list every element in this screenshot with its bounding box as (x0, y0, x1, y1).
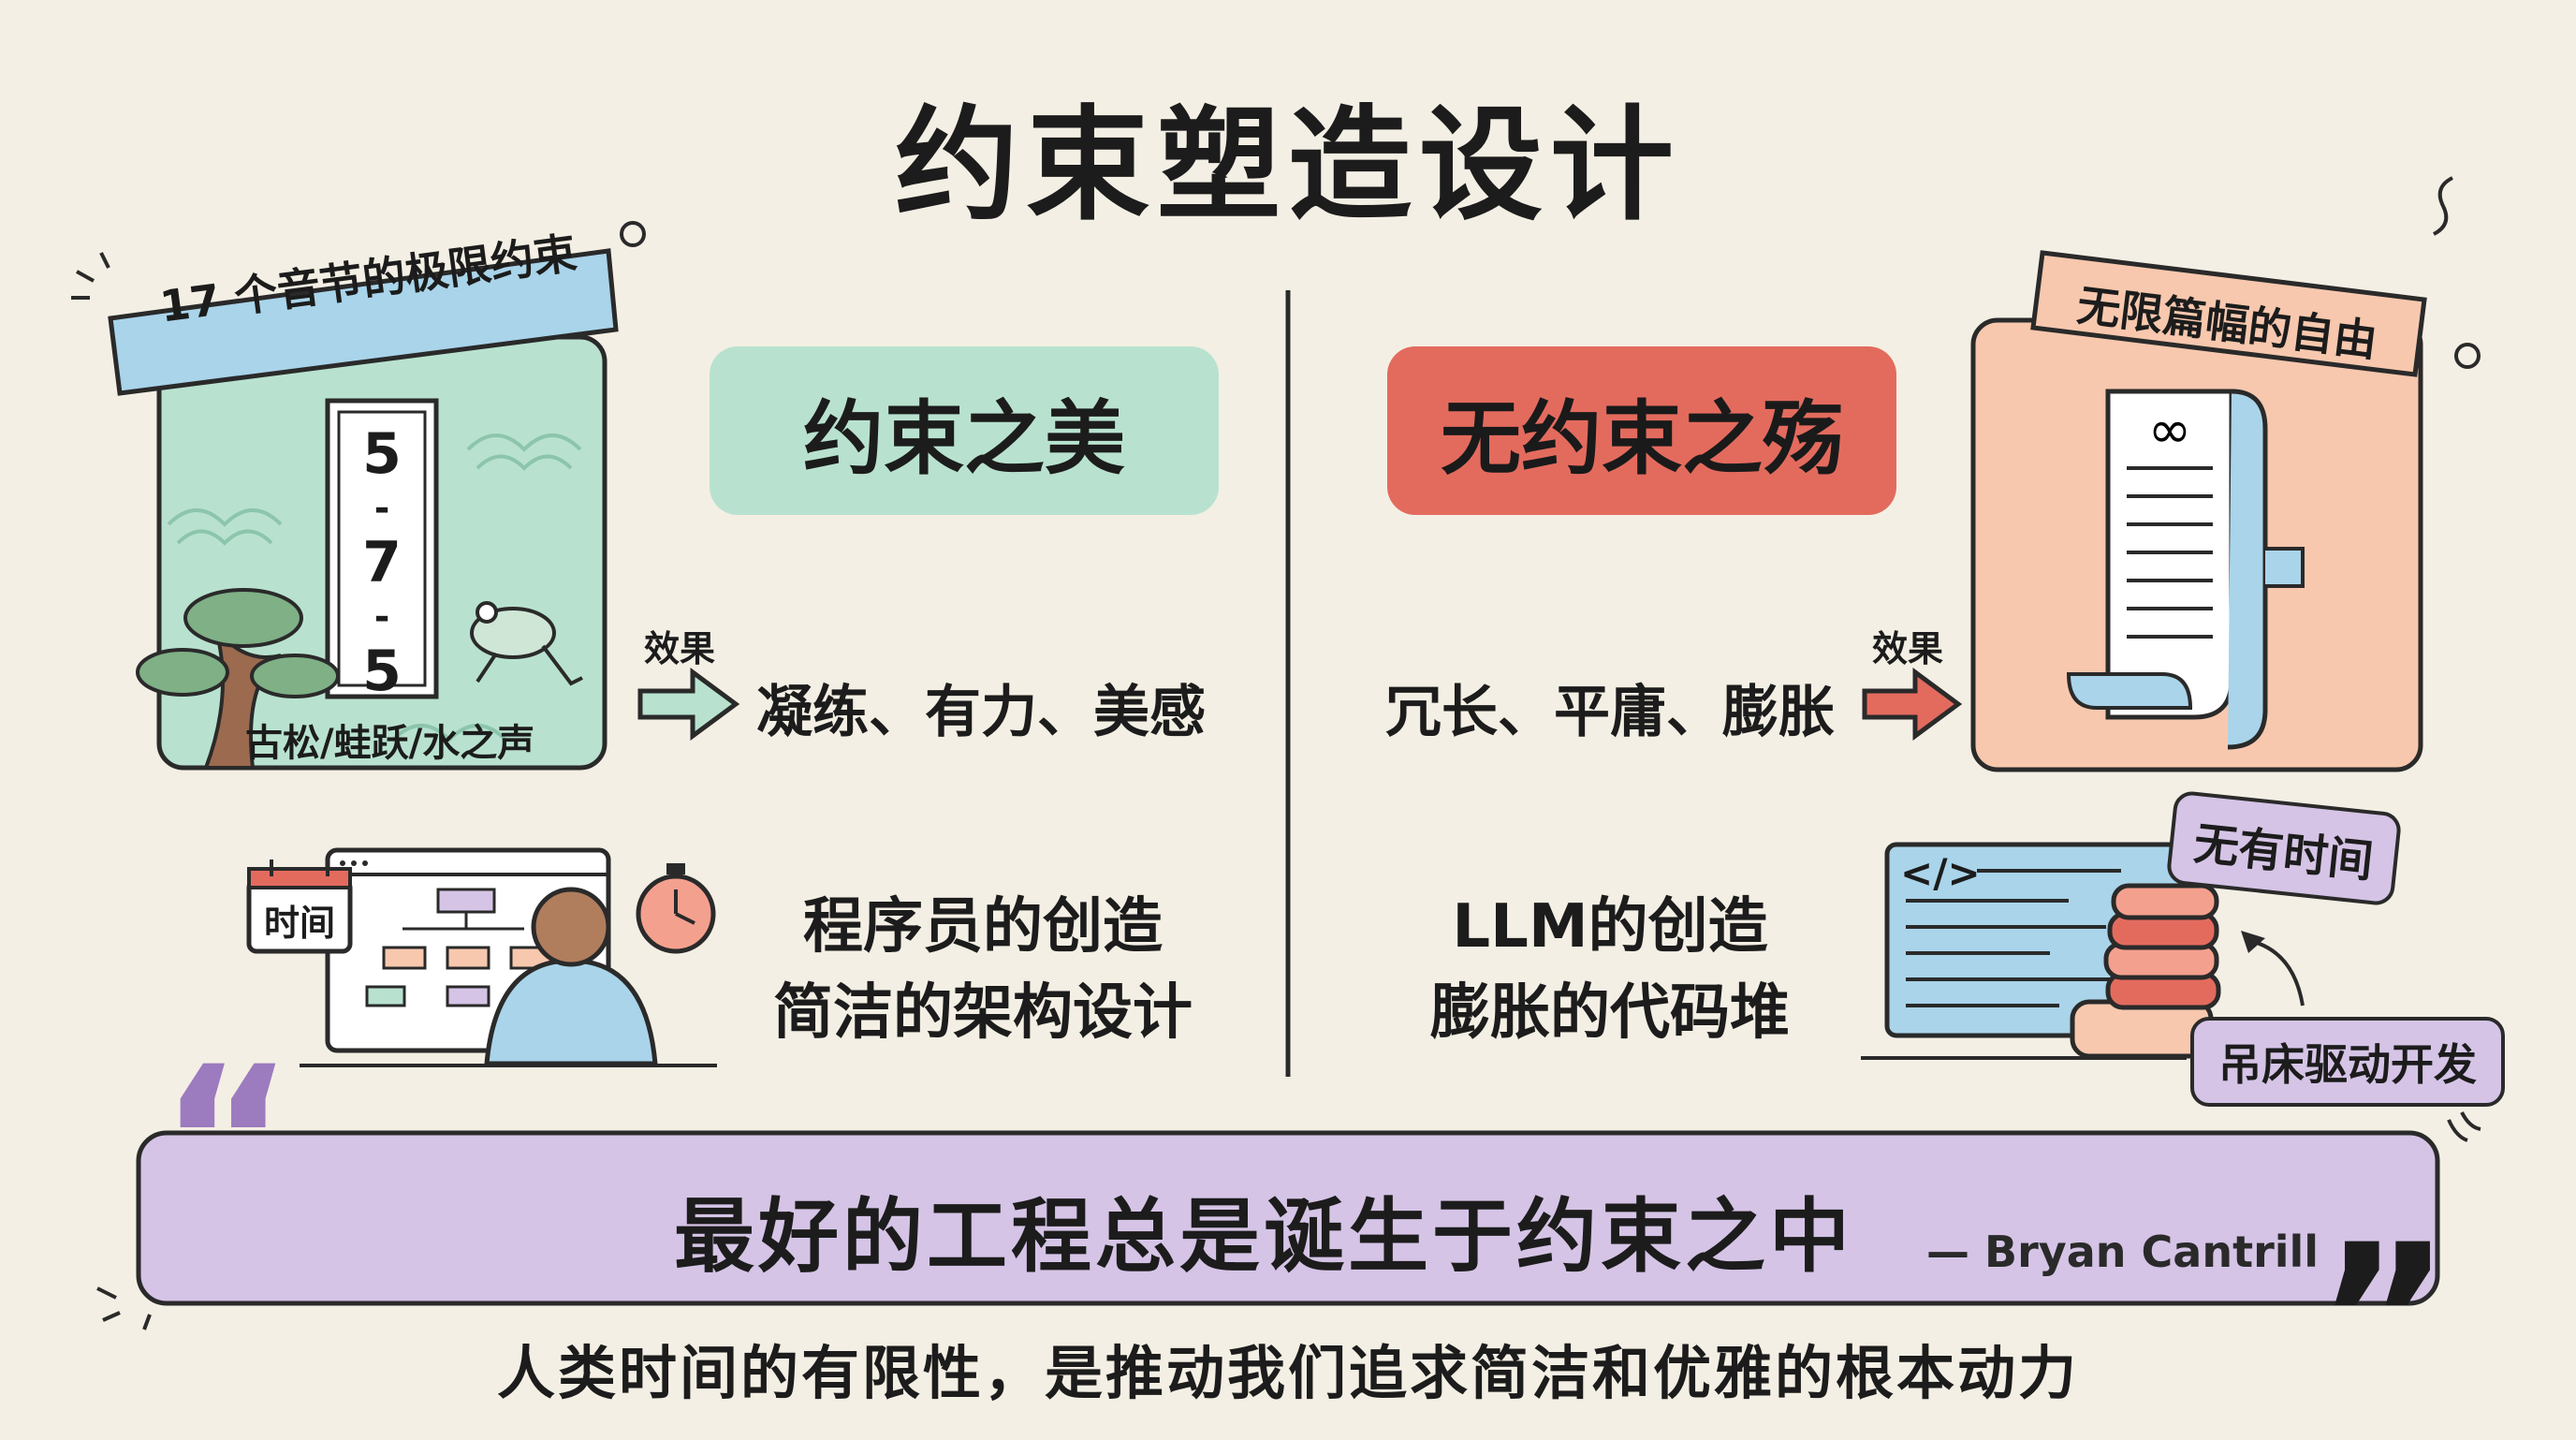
calendar-label: 时间 (263, 902, 335, 944)
code-pile-scene (1861, 842, 2305, 1060)
quote-bar (136, 1130, 2440, 1306)
squiggle-icon (2433, 176, 2481, 369)
effect-text-right: 冗长、平庸、膨胀 (1385, 680, 1835, 745)
arrow-right-red-icon (1862, 668, 1963, 741)
haiku-caption: 古松/蛙跃/水之声 (245, 722, 535, 765)
page-title: 约束塑造设计 (895, 94, 1681, 238)
desc-line: 膨胀的代码堆 (1430, 978, 1790, 1048)
effect-label-left: 效果 (644, 628, 716, 669)
quote-text: 最好的工程总是诞生于约束之中 (674, 1190, 1853, 1284)
programmer-description: 程序员的创造 简洁的架构设计 (739, 884, 1226, 1056)
calendar-icon (246, 860, 353, 954)
desc-line: 程序员的创造 (803, 892, 1163, 962)
haiku-panel (136, 334, 607, 771)
haiku-digit: 5 (362, 421, 402, 487)
pine-tree-icon (136, 588, 340, 770)
code-symbol-icon: </> (1900, 850, 1981, 896)
haiku-tag-shape (108, 248, 619, 396)
close-quote-icon: ” (2316, 1200, 2452, 1440)
haiku-separator: - (373, 595, 390, 639)
arrow-right-green-icon (637, 668, 740, 741)
harm-heading: 无约束之殇 (1387, 346, 1896, 515)
subtitle: 人类时间的有限性，是推动我们追求简洁和优雅的根本动力 (496, 1339, 2079, 1407)
scroll-panel: ∞ (1970, 317, 2423, 772)
desc-line: LLM的创造 (1452, 892, 1768, 962)
beauty-heading: 约束之美 (710, 346, 1219, 515)
sparkle-icon (71, 221, 646, 300)
scroll-tag-shape (2030, 250, 2427, 377)
haiku-tablet (325, 398, 439, 699)
effect-label-right: 效果 (1872, 628, 1944, 669)
llm-description: LLM的创造 膨胀的代码堆 (1367, 884, 1853, 1056)
quote-author: — Bryan Cantrill (1926, 1227, 2320, 1277)
haiku-syllables: 5 - 7 - 5 (339, 421, 425, 704)
stopwatch-icon (636, 863, 716, 954)
desc-line: 简洁的架构设计 (773, 978, 1193, 1048)
open-quote-icon: “ (159, 1022, 295, 1262)
sparkle-icon (96, 1111, 2481, 1330)
haiku-digit: 7 (362, 530, 402, 595)
wave-pattern-icon (167, 433, 582, 742)
programmer-scene (300, 847, 717, 1067)
effect-text-left: 凝练、有力、美感 (756, 680, 1206, 745)
tag-hammock: 吊床驱动开发 (2190, 1017, 2505, 1107)
frog-icon (470, 601, 583, 686)
haiku-digit: 5 (362, 639, 402, 704)
infinity-icon: ∞ (2148, 400, 2192, 461)
haiku-separator: - (373, 487, 390, 530)
